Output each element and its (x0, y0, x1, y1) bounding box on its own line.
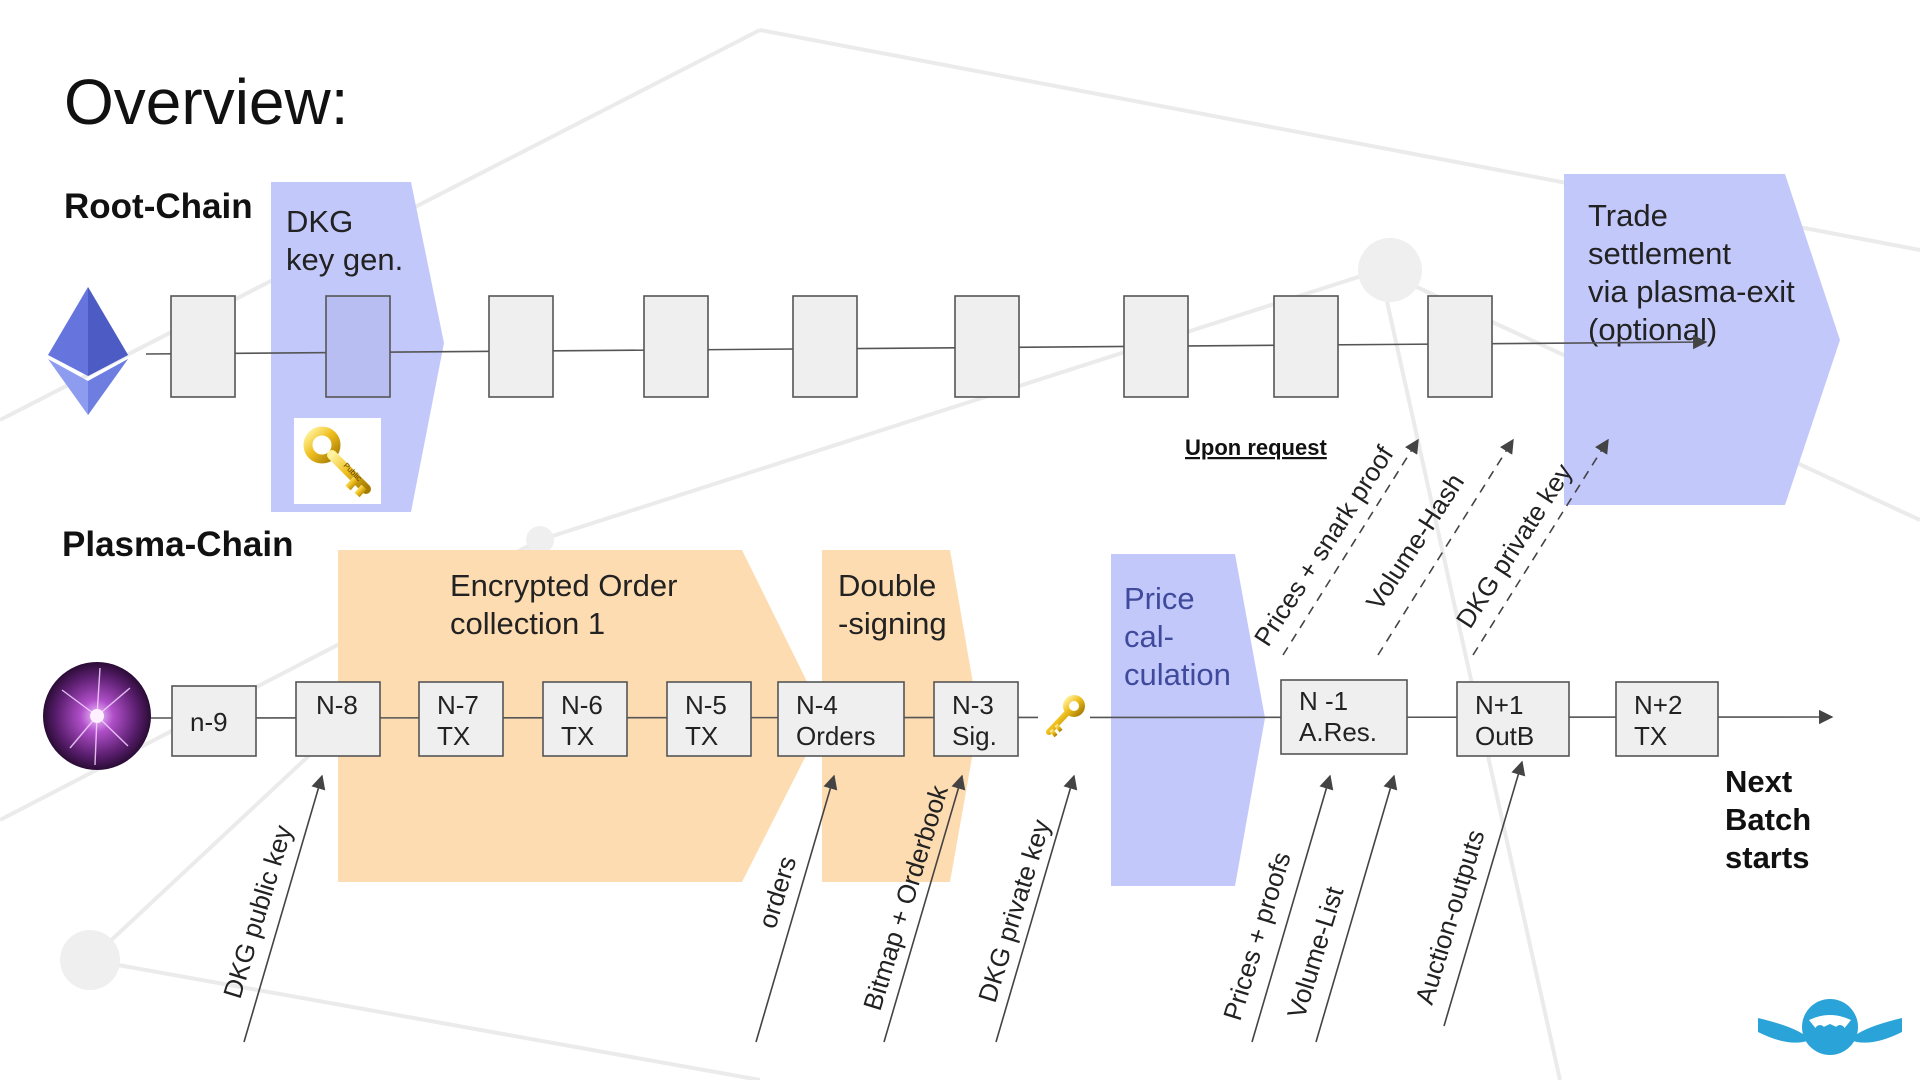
svg-text:N-6: N-6 (561, 690, 603, 720)
block-n+2: N+2 TX (1615, 681, 1719, 757)
upon-request-note: Upon request (1185, 435, 1327, 460)
root-block (1427, 295, 1493, 398)
block-n-4: N-4 Orders (777, 681, 905, 757)
svg-text:Orders: Orders (796, 721, 875, 751)
root-block (643, 295, 709, 398)
input-label-volume-list: Volume-List (1281, 882, 1350, 1021)
svg-text:Sig.: Sig. (952, 721, 997, 751)
svg-text:n-9: n-9 (190, 707, 228, 737)
plasma-ball-icon (43, 662, 151, 770)
price-phase-label: Price cal- culation (1124, 581, 1231, 692)
svg-text:TX: TX (1634, 721, 1667, 751)
root-block (325, 295, 391, 398)
root-block (954, 295, 1020, 398)
input-arrow (1443, 760, 1526, 1027)
root-block (170, 295, 236, 398)
block-n-3: N-3 Sig. (933, 681, 1019, 757)
dkg-phase-label: DKG key gen. (286, 204, 403, 277)
block-n-5: N-5 TX (666, 681, 752, 757)
block-n-6: N-6 TX (542, 681, 628, 757)
root-block (1123, 295, 1189, 398)
input-arrow (995, 774, 1078, 1043)
input-arrow (883, 774, 966, 1043)
input-label-dkg-public-key: DKG public key (217, 822, 298, 1002)
private-key-icon (1038, 692, 1090, 742)
svg-text:N+1: N+1 (1475, 690, 1523, 720)
svg-text:A.Res.: A.Res. (1299, 717, 1377, 747)
collection-phase-label: Encrypted Order collection 1 (450, 568, 686, 641)
page-title: Overview: (64, 66, 349, 138)
svg-text:TX: TX (437, 721, 470, 751)
input-label-auction-outputs: Auction-outputs (1409, 826, 1491, 1008)
svg-text:N-3: N-3 (952, 690, 994, 720)
block-n-8: N-8 (295, 681, 381, 757)
block-n-9: n-9 (171, 685, 257, 757)
trade-settlement-label: Trade settlement via plasma-exit (option… (1588, 198, 1803, 347)
plasma-input-arrows (243, 760, 1526, 1043)
input-arrow (1251, 774, 1334, 1043)
next-batch-label: Next Batch starts (1725, 764, 1820, 875)
price-calculation-band (1111, 554, 1265, 886)
public-key-icon: Public (294, 418, 381, 504)
input-arrow (243, 774, 326, 1043)
root-block (1273, 295, 1339, 398)
root-chain-blocks (170, 295, 1493, 398)
block-n+1: N+1 OutB (1456, 681, 1570, 757)
svg-text:TX: TX (561, 721, 594, 751)
input-label-orders: orders (752, 853, 802, 932)
root-export-arrows (1282, 438, 1609, 656)
input-arrow (1315, 774, 1398, 1043)
owl-logo-icon (1758, 999, 1902, 1055)
block-n-7: N-7 TX (418, 681, 504, 757)
input-label-dkg-private-key: DKG private key (972, 816, 1056, 1006)
svg-text:N-4: N-4 (796, 690, 838, 720)
plasma-chain-heading: Plasma-Chain (62, 525, 293, 564)
export-label-prices-snark: Prices + snark proof (1248, 440, 1400, 652)
dashed-arrow (1282, 438, 1419, 656)
plasma-chain-blocks: n-9 N-8 N-7 TX N-6 TX N-5 TX N-4 Orders (171, 679, 1719, 757)
block-n-1: N -1 A.Res. (1280, 679, 1408, 755)
dashed-arrow (1472, 438, 1609, 656)
root-block (488, 295, 554, 398)
root-block (792, 295, 858, 398)
svg-text:N -1: N -1 (1299, 686, 1348, 716)
dashed-arrow (1377, 438, 1514, 656)
svg-text:TX: TX (685, 721, 718, 751)
svg-text:N+2: N+2 (1634, 690, 1682, 720)
ethereum-logo-icon (48, 287, 128, 415)
svg-text:N-7: N-7 (437, 690, 479, 720)
svg-text:N-8: N-8 (316, 690, 358, 720)
root-chain-heading: Root-Chain (64, 187, 253, 226)
svg-text:N-5: N-5 (685, 690, 727, 720)
svg-text:OutB: OutB (1475, 721, 1534, 751)
signing-phase-label: Double -signing (838, 568, 947, 641)
input-arrow (755, 774, 838, 1043)
